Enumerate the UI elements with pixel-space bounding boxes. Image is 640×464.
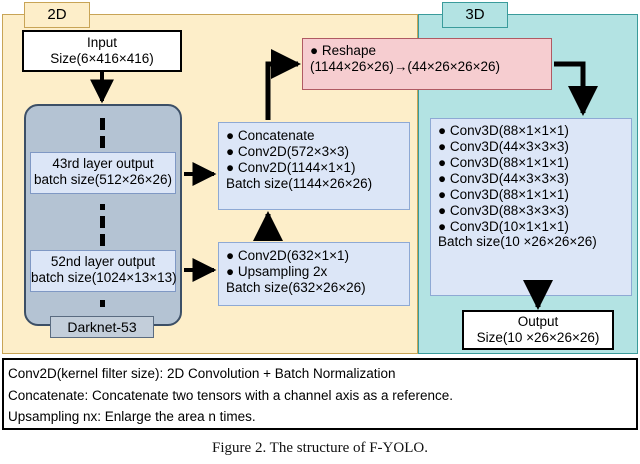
- ellipsis-dash-6: [100, 300, 105, 307]
- bullet-icon: ●: [438, 186, 447, 202]
- bullet-icon: ●: [438, 154, 447, 170]
- node-layer-43-title: 43rd layer output: [52, 156, 154, 171]
- node-concat-item-2: ● Conv2D(1144×1×1): [226, 159, 356, 175]
- legend-line-0: Conv2D(kernel filter size): 2D Convoluti…: [8, 366, 396, 381]
- legend-line-1: Concatenate: Concatenate two tensors wit…: [8, 387, 454, 403]
- bullet-icon: ●: [438, 170, 447, 186]
- bullet-icon: ●: [226, 248, 235, 263]
- node-input-title: Input: [86, 35, 118, 50]
- node-reshape-block: ● Reshape (1144×26×26)→(44×26×26×26): [302, 38, 552, 90]
- node-conv3d-item-0: ● Conv3D(88×1×1×1): [438, 123, 569, 138]
- node-layer-43: 43rd layer output batch size(512×26×26): [30, 152, 176, 194]
- bullet-icon: ●: [438, 202, 447, 218]
- node-concat-item-1: ● Conv2D(572×3×3): [226, 143, 349, 159]
- node-input: Input Size(6×416×416): [22, 30, 182, 72]
- node-conv3d-item-2: ● Conv3D(88×1×1×1): [438, 154, 569, 170]
- node-concat-item-0: ● Concatenate: [226, 128, 315, 143]
- ellipsis-dash-4: [100, 216, 105, 228]
- node-output-title: Output: [517, 314, 559, 329]
- bullet-icon: ●: [438, 138, 447, 154]
- ellipsis-dash-5: [100, 234, 105, 246]
- bullet-icon: ●: [226, 263, 235, 279]
- node-output: Output Size(10 ×26×26×26): [462, 310, 614, 350]
- node-upsample-block: ● Conv2D(632×1×1) ● Upsampling 2x Batch …: [218, 242, 410, 306]
- node-conv3d-item-5: ● Conv3D(88×3×3×3): [438, 202, 569, 218]
- node-upsample-item-0: ● Conv2D(632×1×1): [226, 248, 349, 263]
- panel-3d-label: 3D: [442, 2, 508, 28]
- node-layer-52: 52nd layer output batch size(1024×13×13): [30, 250, 177, 292]
- bullet-icon: ●: [226, 128, 235, 143]
- node-conv3d-item-3: ● Conv3D(44×3×3×3): [438, 170, 569, 186]
- panel-2d-label: 2D: [24, 2, 90, 28]
- legend-box: Conv2D(kernel filter size): 2D Convoluti…: [2, 358, 638, 430]
- node-layer-43-size: batch size(512×26×26): [33, 171, 173, 187]
- node-conv3d-block: ● Conv3D(88×1×1×1) ● Conv3D(44×3×3×3) ● …: [430, 118, 632, 296]
- node-conv3d-item-4: ● Conv3D(88×1×1×1): [438, 186, 569, 202]
- ellipsis-dash-3: [100, 204, 105, 210]
- node-conv3d-item-6: ● Conv3D(10×1×1×1): [438, 218, 569, 234]
- node-conv3d-item-1: ● Conv3D(44×3×3×3): [438, 138, 569, 154]
- node-upsample-item-1: ● Upsampling 2x: [226, 263, 328, 279]
- node-output-size: Size(10 ×26×26×26): [476, 329, 600, 345]
- node-conv3d-batch: Batch size(10 ×26×26×26): [438, 234, 597, 250]
- node-upsample-batch: Batch size(632×26×26): [226, 279, 366, 295]
- bullet-icon: ●: [438, 123, 447, 138]
- ellipsis-dash-2: [100, 136, 105, 148]
- bullet-icon: ●: [226, 159, 235, 175]
- node-concat-batch: Batch size(1144×26×26): [226, 175, 373, 191]
- bullet-icon: ●: [438, 218, 447, 234]
- figure-caption: Figure 2. The structure of F-YOLO.: [212, 440, 428, 456]
- bullet-icon: ●: [310, 43, 319, 58]
- node-reshape-item-0: ● Reshape: [310, 43, 376, 58]
- ellipsis-dash-1: [100, 118, 105, 130]
- node-reshape-detail: (1144×26×26)→(44×26×26×26): [310, 58, 501, 74]
- node-backbone-label: Darknet-53: [50, 316, 154, 338]
- node-layer-52-title: 52nd layer output: [50, 254, 156, 269]
- node-concat-block: ● Concatenate ● Conv2D(572×3×3) ● Conv2D…: [218, 122, 410, 210]
- bullet-icon: ●: [226, 143, 235, 159]
- legend-line-2: Upsampling nx: Enlarge the area n times.: [8, 409, 256, 425]
- node-layer-52-size: batch size(1024×13×13): [31, 269, 177, 285]
- node-input-size: Size(6×416×416): [50, 50, 154, 66]
